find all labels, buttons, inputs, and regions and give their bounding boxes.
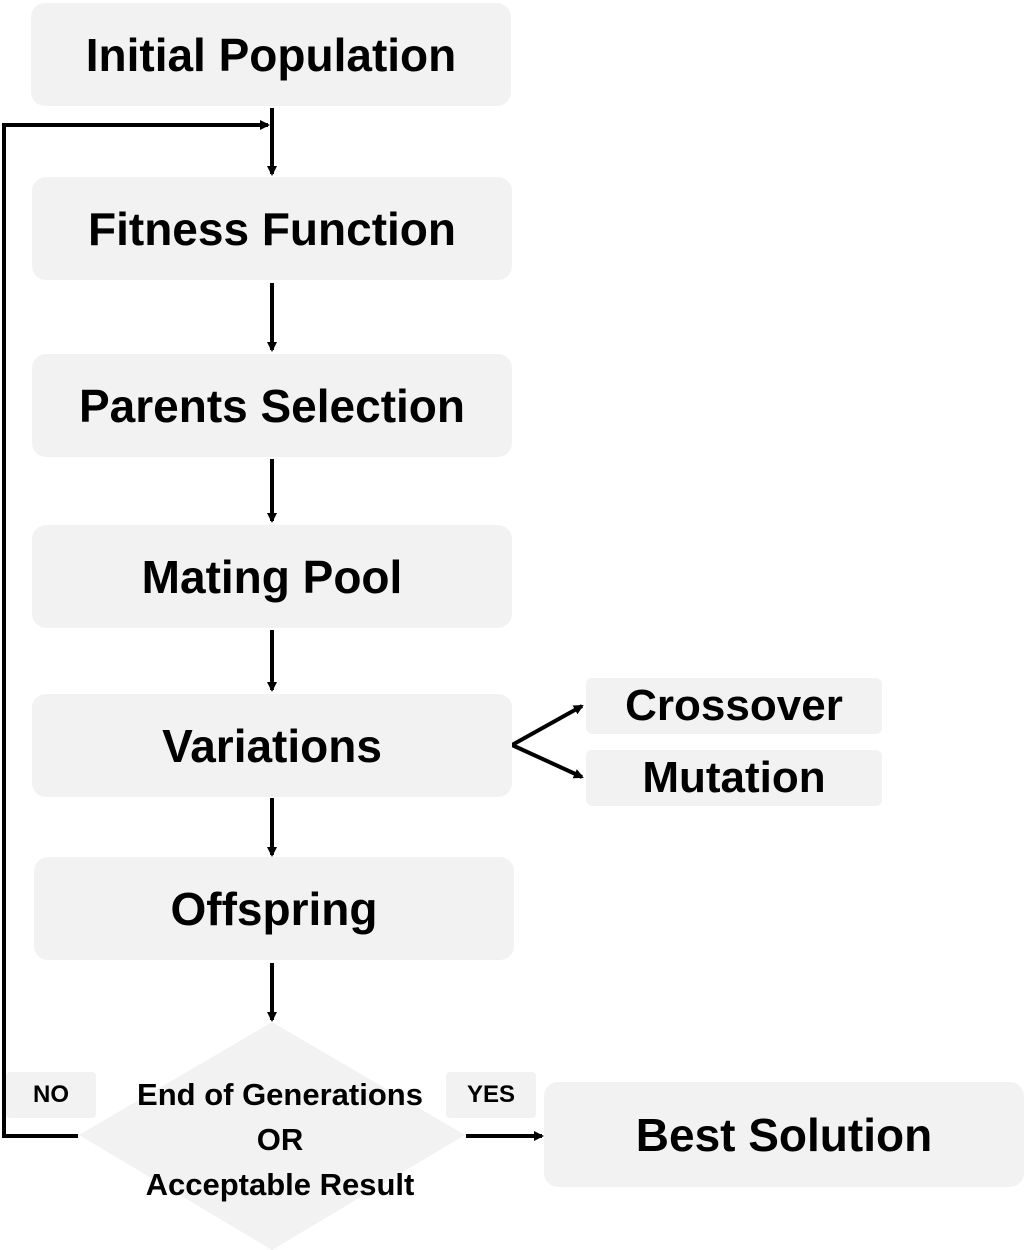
best-solution-box: Best Solution <box>544 1082 1024 1187</box>
decision-line-2: OR <box>256 1122 304 1157</box>
offspring-box: Offspring <box>34 857 514 960</box>
initial-population-label: Initial Population <box>85 28 457 81</box>
crossover-label: Crossover <box>625 681 843 730</box>
decision-line-1: End of Generations <box>137 1077 423 1112</box>
parents-selection-box: Parents Selection <box>32 354 512 457</box>
mutation-label: Mutation <box>642 753 826 802</box>
parents-selection-label: Parents Selection <box>78 379 466 432</box>
arrow-to-crossover <box>511 704 584 747</box>
yes-branch-label: YES <box>446 1072 536 1118</box>
variations-box: Variations <box>32 694 512 797</box>
mating-pool-label: Mating Pool <box>141 550 403 603</box>
arrow-to-mutation <box>511 743 584 779</box>
no-branch-label: NO <box>6 1072 96 1118</box>
best-solution-label: Best Solution <box>635 1108 933 1161</box>
fitness-function-box: Fitness Function <box>32 177 512 280</box>
offspring-label: Offspring <box>170 882 378 935</box>
crossover-box: Crossover <box>586 678 882 734</box>
decision-diamond <box>79 1022 465 1250</box>
mating-pool-box: Mating Pool <box>32 525 512 628</box>
initial-population-box: Initial Population <box>31 3 511 106</box>
variations-label: Variations <box>162 719 382 772</box>
mutation-box: Mutation <box>586 750 882 806</box>
arrow-no-loop <box>2 120 270 1138</box>
decision-line-3: Acceptable Result <box>145 1167 415 1202</box>
decision-label: End of Generations OR Acceptable Result <box>100 1072 460 1207</box>
fitness-function-label: Fitness Function <box>88 202 456 255</box>
